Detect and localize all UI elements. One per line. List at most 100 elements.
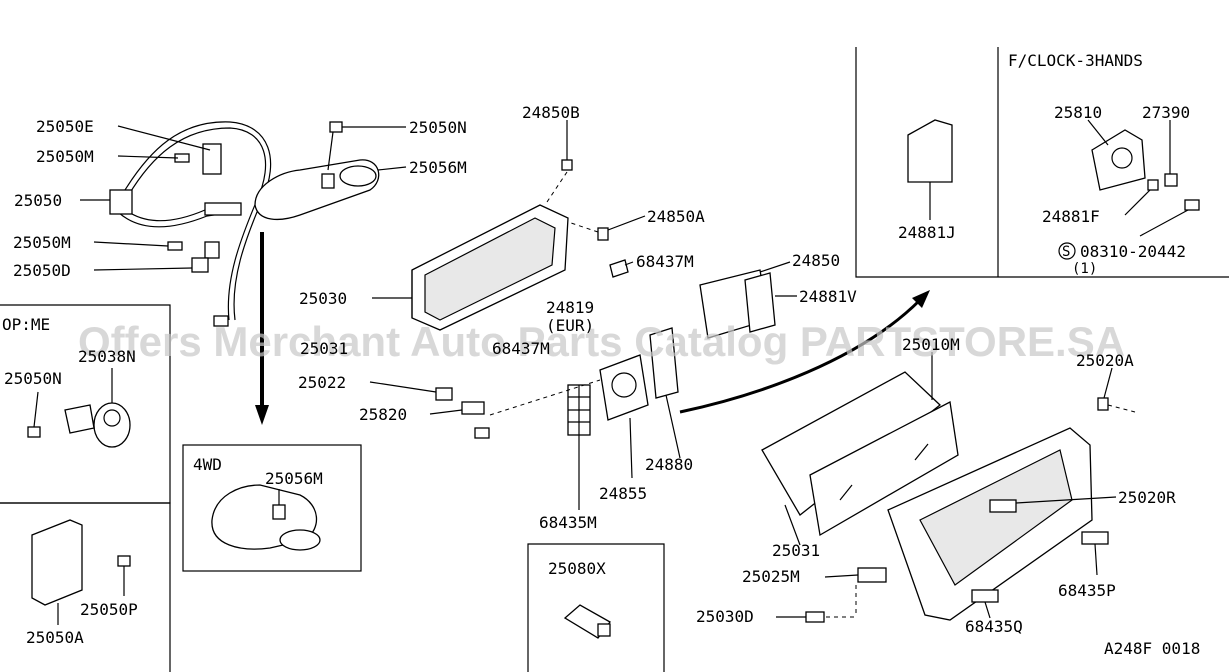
bolt-25050n-shaft xyxy=(327,131,334,171)
opme-parts xyxy=(27,402,131,448)
dash-25020a xyxy=(1107,404,1136,413)
box-title-25080x: 25080X xyxy=(548,559,606,578)
label-24850b: 24850B xyxy=(522,103,580,122)
lens-frame-25031 xyxy=(761,371,941,516)
clip-25050m xyxy=(204,241,220,259)
leader-25050d xyxy=(93,267,193,271)
cable-line-a xyxy=(124,121,272,321)
label-24881v: 24881V xyxy=(799,287,857,306)
label-25020a: 25020A xyxy=(1076,351,1134,370)
label-24850: 24850 xyxy=(792,251,840,270)
plate-25050a xyxy=(31,519,83,606)
leader-24881f xyxy=(1124,189,1151,216)
label-25050n: 25050N xyxy=(409,118,467,137)
label-25030: 25030 xyxy=(299,289,347,308)
label-24881j: 24881J xyxy=(898,223,956,242)
dash-25820 xyxy=(489,379,601,416)
clip-25020r xyxy=(989,499,1017,513)
cable-end xyxy=(213,315,229,327)
leader-25020r xyxy=(1015,496,1117,504)
label-25025m: 25025M xyxy=(742,567,800,586)
leader-68437m-a xyxy=(624,261,634,266)
label-25031: 25031 xyxy=(772,541,820,560)
leader-lines xyxy=(33,119,1189,625)
cable-grommet xyxy=(109,189,133,215)
screw-25030d xyxy=(805,611,825,623)
lower-left-box-frame xyxy=(0,502,171,672)
label-68435m: 68435M xyxy=(539,513,597,532)
frame-lines xyxy=(0,47,1229,672)
label-25056m-4wd: 25056M xyxy=(265,469,323,488)
part-25022 xyxy=(435,387,453,401)
clock-parts xyxy=(907,119,1200,260)
screw-25020a xyxy=(1097,397,1109,411)
label-08310-qty: (1) xyxy=(1072,261,1097,277)
bulb-24850b xyxy=(561,159,573,171)
label-25050a: 25050A xyxy=(26,628,84,647)
clock-box-frame xyxy=(855,47,1229,278)
label-24855: 24855 xyxy=(599,484,647,503)
gauge-dial xyxy=(611,372,637,398)
part-68437m-a xyxy=(609,259,629,278)
housing-bracket xyxy=(321,173,335,189)
part-25080x-drawing xyxy=(563,604,611,639)
symbol-circle xyxy=(1058,242,1076,260)
leader-08310 xyxy=(1139,209,1189,237)
label-25050m-a: 25050M xyxy=(36,147,94,166)
leader-68435q xyxy=(984,601,991,619)
label-08310-symbol: S xyxy=(1062,244,1070,260)
leader-25031 xyxy=(784,504,801,546)
dash-24850b xyxy=(544,171,568,206)
watermark: Offers Merchant Auto Parts Catalog PARTS… xyxy=(78,318,1125,365)
pad-68435q xyxy=(971,589,999,603)
clock-dial xyxy=(1111,147,1133,169)
clamp-25050e xyxy=(202,143,222,175)
label-68435p: 68435P xyxy=(1058,581,1116,600)
label-27390: 27390 xyxy=(1142,103,1190,122)
label-25010m: 25010M xyxy=(902,335,960,354)
label-25050m-b: 25050M xyxy=(13,233,71,252)
switch-tip xyxy=(597,623,611,637)
label-25810: 25810 xyxy=(1054,103,1102,122)
part-27390 xyxy=(1164,173,1178,187)
clock-25810 xyxy=(1091,129,1146,191)
leader-25022 xyxy=(369,381,437,393)
label-24850a: 24850A xyxy=(647,207,705,226)
leader-25050m-b xyxy=(93,241,169,247)
label-2503x: 25031 xyxy=(300,339,348,358)
box-title-opme: OP:ME xyxy=(2,315,50,334)
leader-25820 xyxy=(429,409,463,415)
lens-glass-25010m xyxy=(809,401,959,537)
clip-25050d xyxy=(191,257,209,273)
leader-24850 xyxy=(759,261,791,273)
label-25050: 25050 xyxy=(14,191,62,210)
wd4-parts xyxy=(211,484,321,551)
part-25820 xyxy=(461,401,485,415)
screw-25050p xyxy=(117,555,131,567)
label-24819: 24819 xyxy=(546,298,594,317)
lower-left-parts xyxy=(31,519,131,606)
pad-68435p xyxy=(1081,531,1109,545)
housing-inner xyxy=(424,217,556,321)
leader-25050n-opme xyxy=(33,391,39,428)
leader-25020a xyxy=(1103,367,1113,399)
diagram-code: A248F 0018 xyxy=(1104,639,1200,658)
label-24881v xyxy=(744,272,776,333)
housing-4wd-opening xyxy=(279,529,321,551)
sensor-bracket xyxy=(64,404,95,434)
housing-opening xyxy=(339,165,377,187)
leader-25050m-a xyxy=(117,155,179,159)
part-24881f xyxy=(1147,179,1159,191)
glass-glint-2 xyxy=(914,443,929,461)
label-68437m-b: 68437M xyxy=(492,339,550,358)
leader-68435p xyxy=(1094,543,1098,576)
leader-25050e xyxy=(117,125,211,151)
part-25025m xyxy=(857,567,887,583)
label-25050n-opme: 25050N xyxy=(4,369,62,388)
arrow-right-head xyxy=(912,290,930,308)
bracket-24880 xyxy=(649,327,679,399)
leader-25056m xyxy=(377,166,407,171)
label-24819-note: (EUR) xyxy=(546,316,594,335)
